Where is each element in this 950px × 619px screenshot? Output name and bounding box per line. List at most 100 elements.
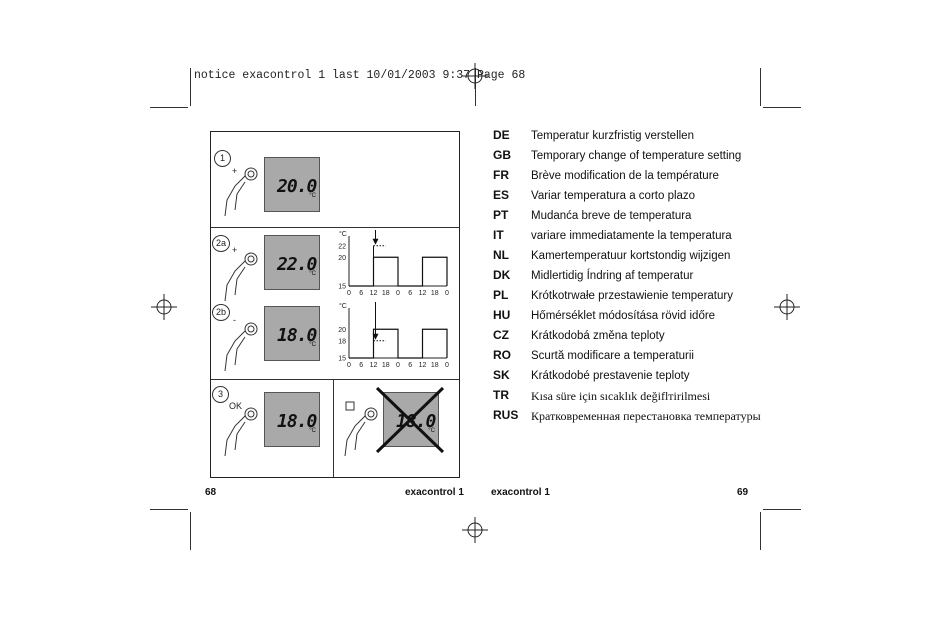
divider [333, 379, 334, 477]
language-code: CZ [493, 328, 509, 342]
schedule-series-line [349, 256, 448, 287]
language-description: Midlertidig Índring af temperatur [531, 270, 694, 282]
hand-pressing-button-icon [341, 400, 381, 460]
button-sign: - [233, 315, 236, 325]
language-description: Hőmérséklet módosítása rövid időre [531, 310, 716, 322]
registration-mark-icon [151, 294, 177, 320]
x-tick-label: 0 [445, 290, 449, 297]
crop-mark [760, 512, 761, 550]
temperature-unit: °C [309, 342, 316, 348]
crop-mark [763, 107, 801, 108]
language-description: Kısa süre için sıcaklık değiflтirilmesi [531, 389, 711, 403]
temperature-reading: 20.0 [277, 176, 317, 197]
crop-mark [763, 509, 801, 510]
language-code: IT [493, 228, 504, 242]
x-tick-label: 18 [382, 362, 390, 369]
language-description: Scurtă modificare a temperaturii [531, 350, 694, 362]
language-code: RO [493, 348, 511, 362]
chart-unit-label: °C [339, 302, 347, 310]
hand-pressing-button-icon [221, 315, 261, 375]
y-tick-label: 22 [338, 243, 346, 250]
crop-mark [760, 68, 761, 106]
cross-out-icon [375, 386, 445, 454]
divider [211, 227, 459, 228]
lcd-display: 20.0 °C [264, 157, 320, 212]
language-code: GB [493, 148, 511, 162]
registration-mark-icon [774, 294, 800, 320]
x-tick-label: 6 [408, 362, 412, 369]
language-code: DK [493, 268, 511, 282]
language-description: Variar temperatura a corto plazo [531, 190, 696, 202]
step-number: 3 [212, 386, 229, 403]
x-tick-label: 12 [419, 362, 427, 369]
y-tick-label: 20 [338, 327, 346, 334]
language-description: Kamertemperatuur kortstondig wijzigen [531, 250, 731, 262]
language-code: PT [493, 208, 509, 222]
language-code: HU [493, 308, 511, 322]
footer-title-left: exacontrol 1 [405, 487, 464, 498]
y-tick-label: 18 [338, 338, 346, 345]
crop-mark [190, 512, 191, 550]
hand-pressing-button-icon [221, 400, 261, 460]
crop-mark [190, 68, 191, 106]
lcd-display: 18.0 °C [264, 392, 320, 447]
x-tick-label: 6 [408, 290, 412, 297]
language-code: SK [493, 368, 510, 382]
x-tick-label: 0 [347, 362, 351, 369]
language-description: Krátkodobé prestavenie teploty [531, 370, 690, 382]
registration-mark-icon [462, 63, 488, 89]
footer-title-right: exacontrol 1 [491, 487, 550, 498]
step-number: 1 [214, 150, 231, 167]
x-tick-label: 18 [431, 362, 439, 369]
x-tick-label: 0 [445, 362, 449, 369]
temperature-unit: °C [309, 428, 316, 434]
hand-pressing-button-icon [221, 160, 261, 220]
x-tick-label: 6 [359, 290, 363, 297]
language-description: Temperatur kurzfristig verstellen [531, 130, 694, 142]
button-sign: + [232, 166, 238, 176]
x-tick-label: 0 [396, 290, 400, 297]
temperature-reading: 18.0 [277, 325, 317, 346]
language-code: ES [493, 188, 510, 202]
language-description: Krótkotrwałe przestawienie temperatury [531, 290, 733, 302]
language-description: Krátkodobá změna teploty [531, 330, 665, 342]
down-arrow-icon [372, 238, 379, 245]
temperature-unit: °C [309, 271, 316, 277]
language-description: Brève modification de la température [531, 170, 719, 182]
step-number: 2a [212, 235, 230, 252]
language-description: variare immediatamente la temperatura [531, 230, 732, 242]
y-tick-label: 20 [338, 255, 346, 262]
y-tick-label: 15 [338, 284, 346, 291]
registration-mark-icon [462, 517, 488, 543]
x-tick-label: 18 [382, 290, 390, 297]
x-tick-label: 12 [419, 290, 427, 297]
language-description: Mudanća breve de temperatura [531, 210, 692, 222]
lcd-display: 22.0 °C [264, 235, 320, 290]
chart-unit-label: °C [339, 230, 347, 238]
x-tick-label: 0 [396, 362, 400, 369]
language-code: DE [493, 128, 510, 142]
y-tick-label: 15 [338, 356, 346, 363]
temperature-unit: °C [428, 428, 435, 434]
print-slug: notice exacontrol 1 last 10/01/2003 9:37… [194, 69, 526, 82]
language-description: Temporary change of temperature setting [531, 150, 742, 162]
page-number-right: 69 [737, 487, 749, 498]
crop-mark [150, 107, 188, 108]
button-sign: + [232, 245, 238, 255]
language-code: NL [493, 248, 509, 262]
x-tick-label: 12 [370, 362, 378, 369]
down-arrow-icon [372, 333, 379, 340]
language-code: RUS [493, 408, 519, 422]
page-number-left: 68 [205, 487, 217, 498]
temperature-unit: °C [309, 193, 316, 199]
x-tick-label: 6 [359, 362, 363, 369]
crop-mark [150, 509, 188, 510]
x-tick-label: 18 [431, 290, 439, 297]
hand-pressing-button-icon [221, 245, 261, 305]
language-code: FR [493, 168, 509, 182]
x-tick-label: 0 [347, 290, 351, 297]
language-code: PL [493, 288, 509, 302]
temperature-reading: 22.0 [277, 254, 317, 275]
